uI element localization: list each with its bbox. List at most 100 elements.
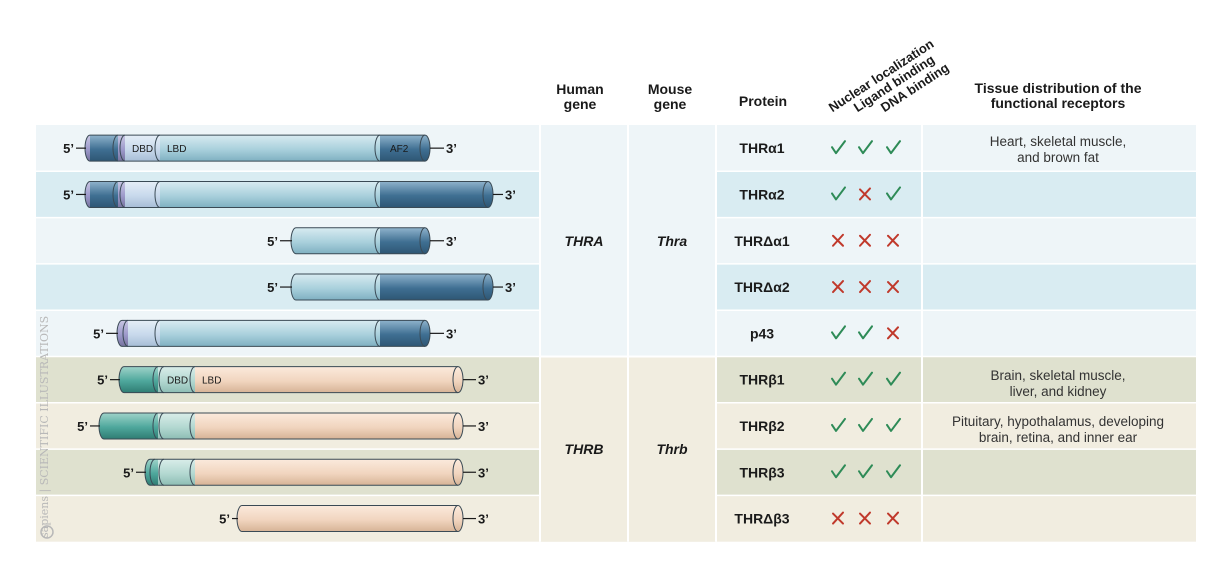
gene-thrdb3-five-prime: 5’: [219, 512, 230, 527]
check-mark-4-1: [858, 325, 873, 340]
check-mark-7-0: [831, 464, 846, 479]
cross-mark-1-1: [859, 187, 871, 201]
tissue-thrb2-line1: Pituitary, hypothalamus, developing: [951, 414, 1165, 429]
gene-p43: [116, 319, 431, 347]
gene-thrb2-five-prime: 5’: [77, 419, 88, 434]
gene-thrda1-five-prime: 5’: [267, 234, 278, 249]
protein-label-2: THRΔα1: [734, 233, 789, 249]
gene-thra1-segment-3: [380, 135, 425, 162]
gene-p43-three-prime: 3’: [446, 326, 457, 341]
gene-thrb1-divider-2: [189, 366, 196, 394]
gene-thrda2-three-prime: 3’: [505, 280, 516, 295]
check-mark-7-2: [886, 464, 901, 479]
check-mark-0-2: [886, 140, 901, 155]
gene-thrb2-segment-1: [158, 412, 195, 439]
gene-thrda1-segment-0: [380, 227, 425, 254]
cross-mark-2-1: [859, 233, 871, 247]
gene-thra1-right-cap: [419, 134, 431, 162]
gene-thra2-five-prime: 5’: [63, 187, 74, 202]
gene-thra2: [84, 180, 494, 208]
check-mark-6-0: [831, 417, 846, 432]
gene-thrb1-right-cap: [452, 366, 464, 394]
protein-label-6: THRβ2: [739, 418, 784, 434]
gene-thra2-right-cap: [482, 180, 494, 208]
gene-thra2-divider-2: [154, 180, 161, 208]
tissue-thrb2-line2: brain, retina, and inner ear: [978, 430, 1138, 445]
gene-thra1-segment-2: [125, 135, 160, 162]
sapiens-watermark: sapiens | SCIENTIFIC ILLUSTRATIONS: [36, 316, 54, 540]
header-mouse-gene: Mouse gene: [647, 81, 693, 112]
check-mark-5-0: [831, 371, 846, 386]
gene-p43-five-prime: 5’: [93, 326, 104, 341]
gene-thrb1-five-prime: 5’: [97, 373, 108, 388]
cross-mark-3-1: [859, 280, 871, 294]
gene-thra1-segment-1: [118, 135, 125, 162]
gene-thrb3-three-prime: 3’: [478, 465, 489, 480]
domain-lbd-thra1: LBD: [167, 144, 186, 155]
check-mark-1-0: [831, 186, 846, 201]
thrb-mouse-gene: Thrb: [656, 441, 688, 457]
gene-thrb3-five-prime: 5’: [123, 465, 134, 480]
gene-thrb1-three-prime: 3’: [478, 373, 489, 388]
watermark-text: sapiens | SCIENTIFIC ILLUSTRATIONS: [38, 315, 51, 538]
gene-thra2-segment-1: [118, 181, 125, 208]
gene-thrb1-divider-1: [158, 366, 165, 394]
gene-thra1-divider-0: [112, 134, 119, 162]
gene-thra2-divider-0: [112, 180, 119, 208]
gene-thrdb3-right-cap: [452, 505, 464, 533]
thrb-human-gene: THRB: [565, 441, 604, 457]
gene-thrb2-divider-2: [189, 412, 196, 440]
check-mark-5-1: [858, 371, 873, 386]
protein-label-7: THRβ3: [739, 464, 784, 480]
gene-p43-segment-2: [380, 320, 425, 347]
gene-thra2-three-prime: 3’: [505, 187, 516, 202]
gene-thrb2-right-cap: [452, 412, 464, 440]
gene-thrdb3-body: [242, 505, 458, 532]
gene-thrda2: [290, 273, 494, 301]
tissue-thrb2: Pituitary, hypothalamus, developing brai…: [930, 414, 1186, 446]
gene-thrb1: [118, 366, 464, 394]
gene-thrb1-divider-0: [152, 366, 159, 394]
gene-thrb2-segment-0: [104, 412, 158, 439]
gene-thrb2-three-prime: 3’: [478, 419, 489, 434]
check-mark-4-0: [831, 325, 846, 340]
header-tissue-distribution: Tissue distribution of the functional re…: [974, 80, 1142, 111]
gene-thra2-segment-2: [125, 181, 160, 208]
domain-af2-thra1: AF2: [390, 144, 409, 155]
protein-label-1: THRα2: [739, 186, 784, 202]
cross-mark-2-2: [887, 233, 899, 247]
gene-thra2-segment-3: [380, 181, 488, 208]
check-mark-0-1: [858, 140, 873, 155]
gene-thrda2-divider-0: [374, 273, 381, 301]
tissue-thra1-line2: and brown fat: [1017, 150, 1099, 165]
check-mark-0-0: [831, 140, 846, 155]
gene-p43-body: [122, 320, 425, 347]
gene-thrb1-segment-1: [158, 366, 195, 393]
gene-thrb3-divider-1: [158, 458, 165, 486]
gene-thrb3-divider-2: [189, 458, 196, 486]
gene-thrda1: [290, 227, 431, 255]
gene-p43-right-cap: [419, 319, 431, 347]
gene-thrb3-divider-0: [149, 458, 156, 486]
header-protein: Protein: [738, 93, 788, 109]
check-mark-5-2: [886, 371, 901, 386]
thra-mouse-gene: Thra: [657, 233, 688, 249]
gene-thra1: [84, 134, 431, 162]
gene-p43-segment-0: [122, 320, 128, 347]
gene-thra1-five-prime: 5’: [63, 141, 74, 156]
gene-thrb2-divider-1: [158, 412, 165, 440]
gene-p43-divider-1: [154, 319, 161, 347]
gene-thrda1-three-prime: 3’: [446, 234, 457, 249]
gene-thrb2-divider-0: [152, 412, 159, 440]
cross-mark-8-0: [832, 511, 844, 525]
gene-thrb3: [144, 458, 464, 486]
gene-thra2-divider-3: [374, 180, 381, 208]
protein-label-8: THRΔβ3: [734, 511, 789, 527]
check-mark-7-1: [858, 464, 873, 479]
cross-mark-3-0: [832, 280, 844, 294]
gene-thrda2-right-cap: [482, 273, 494, 301]
tissue-thra1-line1: Heart, skeletal muscle,: [989, 134, 1127, 149]
tissue-thrb1-line1: Brain, skeletal muscle,: [990, 368, 1126, 383]
